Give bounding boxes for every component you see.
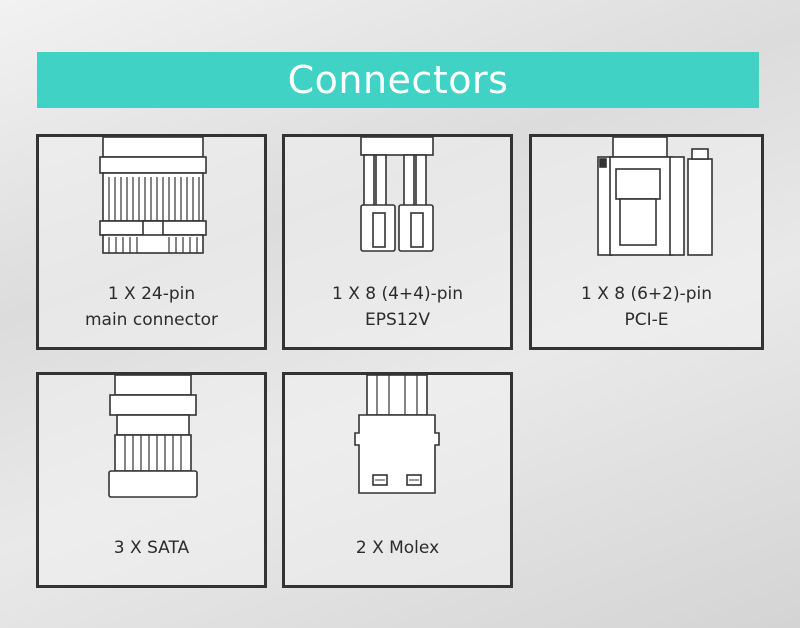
atx-24pin-connector-icon	[99, 137, 207, 254]
connector-count-label: 1 X 24-pin	[107, 284, 196, 304]
connector-type-label: PCI-E	[624, 310, 669, 330]
connector-caption: 3 X SATA	[39, 535, 264, 561]
connector-caption: 1 X 24-pin main connector	[39, 281, 264, 333]
connector-count-label: 1 X 8 (6+2)-pin	[580, 284, 713, 304]
connector-caption: 1 X 8 (6+2)-pin PCI-E	[532, 281, 761, 333]
connector-type-label: EPS12V	[364, 310, 431, 330]
connector-count-label: 1 X 8 (4+4)-pin	[331, 284, 464, 304]
connector-count-label: 3 X SATA	[113, 538, 190, 558]
title-banner: Connectors	[37, 52, 759, 108]
page-title: Connectors	[287, 58, 509, 102]
connector-card-pcie: 1 X 8 (6+2)-pin PCI-E	[529, 134, 764, 350]
connector-caption: 1 X 8 (4+4)-pin EPS12V	[285, 281, 510, 333]
connector-type-label: main connector	[84, 310, 219, 330]
connector-card-sata: 3 X SATA	[36, 372, 267, 588]
molex-connector-icon	[354, 375, 440, 494]
sata-connector-icon	[108, 375, 198, 498]
pcie-8pin-connector-icon	[597, 137, 713, 256]
connector-card-molex: 2 X Molex	[282, 372, 513, 588]
eps-8pin-connector-icon	[360, 137, 434, 252]
connector-card-24pin: 1 X 24-pin main connector	[36, 134, 267, 350]
connector-caption: 2 X Molex	[285, 535, 510, 561]
connector-count-label: 2 X Molex	[355, 538, 440, 558]
connector-card-eps: 1 X 8 (4+4)-pin EPS12V	[282, 134, 513, 350]
